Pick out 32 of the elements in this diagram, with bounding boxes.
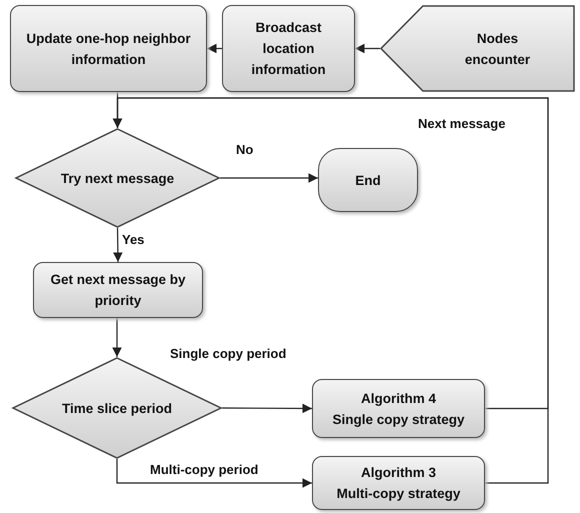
node-label: End xyxy=(354,172,382,190)
node-label: Broadcast location information xyxy=(250,19,327,79)
start-hexagon xyxy=(380,5,575,92)
node-label: Get next message by priority xyxy=(49,271,187,310)
arrow xyxy=(222,404,312,414)
arrow xyxy=(113,228,123,262)
decision-diamond xyxy=(15,128,220,228)
arrow xyxy=(355,44,380,54)
node-label: Algorithm 3 xyxy=(360,464,437,482)
arrow xyxy=(116,459,312,488)
process-box xyxy=(312,456,485,510)
edge-label: Single copy period xyxy=(168,346,288,361)
arrow xyxy=(112,97,549,484)
edge-label: No xyxy=(234,142,256,157)
node-label: Update one-hop neighbor information xyxy=(25,30,192,68)
process-box xyxy=(10,5,207,92)
process-box xyxy=(222,5,355,92)
process-box xyxy=(312,379,485,438)
edge-label: Multi-copy period xyxy=(148,462,260,477)
node-label: Algorithm 4 xyxy=(360,390,437,408)
edge-label: Next message xyxy=(416,116,508,131)
node-label: Nodes encounter xyxy=(464,30,532,68)
arrow xyxy=(112,318,122,357)
arrow xyxy=(220,173,318,183)
node-label: Multi-copy strategy xyxy=(336,485,462,503)
node-label: Time slice period xyxy=(60,400,174,418)
process-box xyxy=(33,262,203,318)
terminal-box xyxy=(318,148,418,212)
edge-label: Yes xyxy=(120,232,146,247)
node-label: Single copy strategy xyxy=(331,410,466,429)
arrow xyxy=(207,44,222,54)
node-label: Try next message xyxy=(60,170,176,188)
